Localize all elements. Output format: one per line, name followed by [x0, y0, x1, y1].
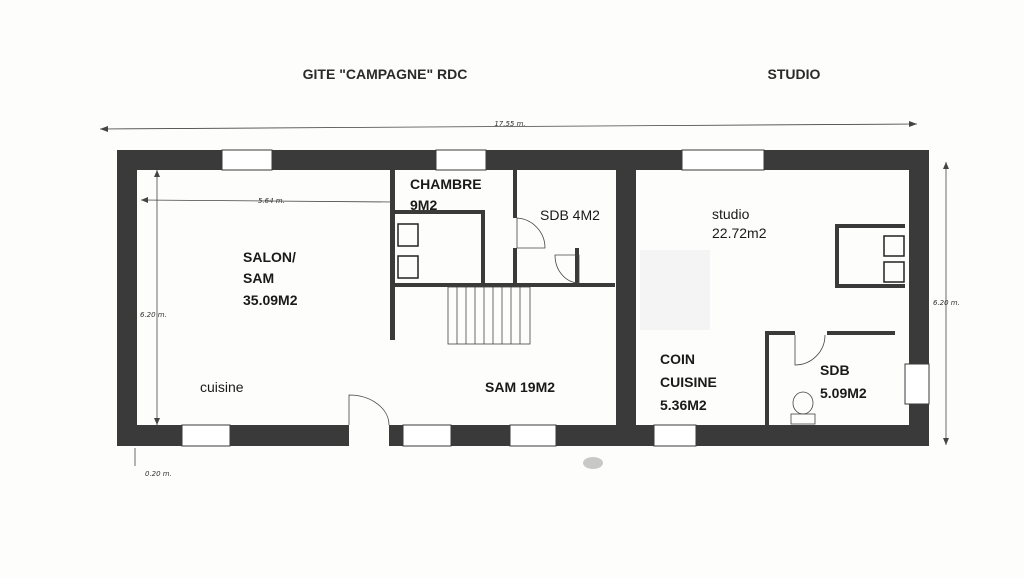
wall-thickness-label: 0.20 m.: [145, 470, 172, 478]
scan-smudge: [640, 250, 710, 330]
sdb-studio-area: 5.09M2: [820, 385, 867, 401]
coin-cuisine-area: 5.36M2: [660, 397, 707, 413]
sam-label: SAM 19M2: [485, 379, 555, 395]
salon-label-line2: SAM: [243, 270, 274, 286]
chambre-area: 9M2: [410, 197, 437, 213]
overall-width-label: 17.55 m.: [494, 120, 525, 128]
overall-dimension-line: [99, 121, 918, 132]
studio-title: STUDIO: [768, 66, 821, 82]
sdb-top-label: SDB 4M2: [540, 207, 600, 223]
entrance-gap: [349, 425, 389, 446]
salon-area: 35.09M2: [243, 292, 298, 308]
cuisine-label: cuisine: [200, 379, 244, 395]
staircase: [447, 286, 531, 345]
door-swings: [348, 217, 826, 426]
right-height-label: 6.20 m.: [933, 299, 960, 307]
coin-cuisine-line1: COIN: [660, 351, 695, 367]
studio-closet: [883, 235, 905, 283]
outer-walls: [117, 150, 929, 446]
toilet: [790, 391, 816, 425]
closet: [397, 223, 419, 279]
sdb-studio-name: SDB: [820, 362, 850, 378]
chambre-name: CHAMBRE: [410, 176, 482, 192]
left-height-label: 6.20 m.: [140, 311, 167, 319]
salon-label-line1: SALON/: [243, 249, 296, 265]
studio-name: studio: [712, 206, 750, 222]
salon-dimension-lines: [134, 162, 949, 466]
salon-width-label: 5.64 m.: [258, 197, 285, 205]
interior-walls: [390, 168, 905, 425]
scan-smudge-dot: [583, 457, 603, 469]
windows: [181, 149, 930, 447]
coin-cuisine-line2: CUISINE: [660, 374, 717, 390]
plan-title: GITE "CAMPAGNE" RDC: [303, 66, 468, 82]
studio-area: 22.72m2: [712, 225, 767, 241]
